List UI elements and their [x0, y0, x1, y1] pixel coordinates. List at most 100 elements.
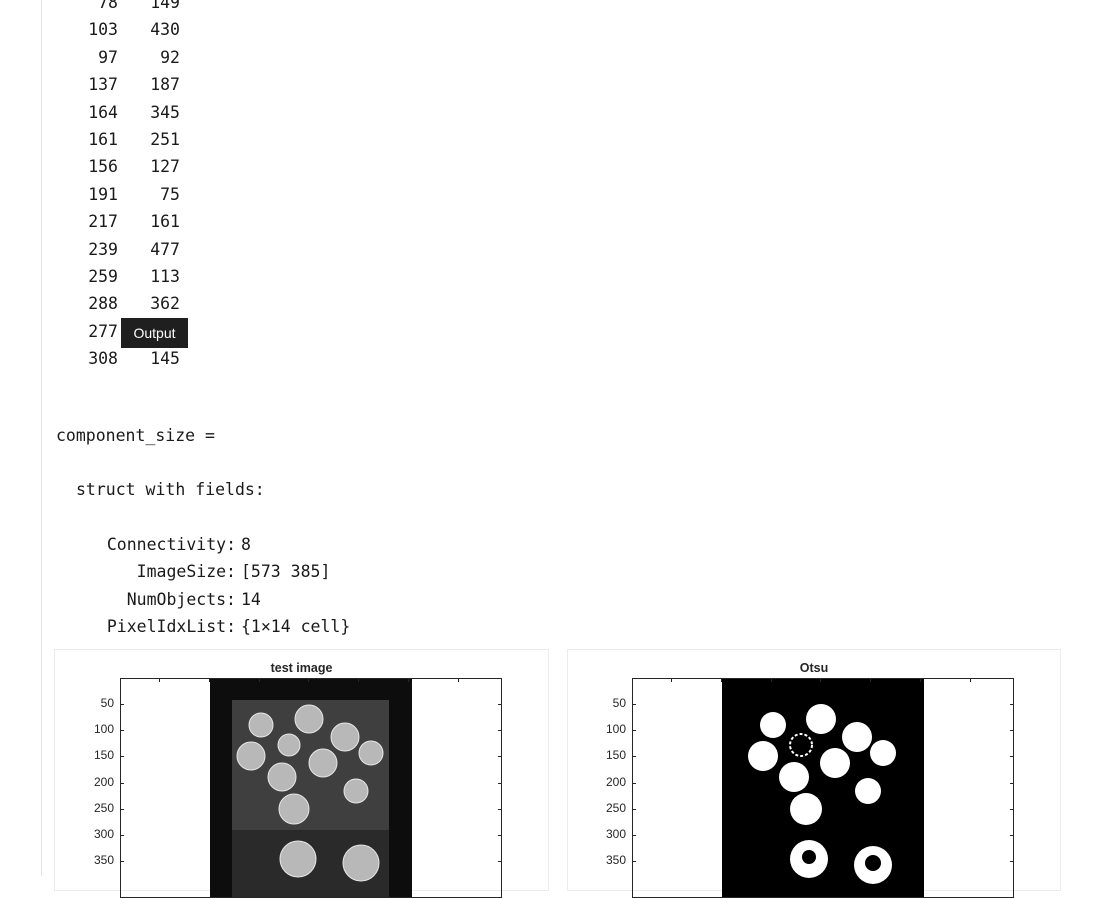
struct-field-key: NumObjects: [56, 590, 236, 610]
matrix-cell-col2: 75 [120, 185, 180, 205]
matrix-cell-col1: 164 [58, 103, 118, 123]
x-tick-mark [259, 678, 260, 682]
matrix-cell-col1: 191 [58, 185, 118, 205]
y-tick-mark-right [498, 835, 502, 836]
struct-field-key: PixelIdxList: [56, 617, 236, 637]
y-tick-mark-right [1010, 704, 1014, 705]
y-tick-mark [632, 835, 636, 836]
matrix-cell-col2: 362 [120, 294, 180, 314]
y-tick-label: 150 [74, 748, 114, 762]
x-tick-mark [308, 678, 309, 682]
figure-test-image[interactable]: test image 50 100 150 200 250 300 350 [54, 649, 549, 891]
y-tick-label: 100 [586, 722, 626, 736]
matrix-cell-col2: 161 [120, 212, 180, 232]
x-tick-mark [920, 678, 921, 682]
y-tick-label: 150 [586, 748, 626, 762]
y-tick-mark-right [498, 756, 502, 757]
y-tick-label: 200 [74, 775, 114, 789]
matrix-cell-col1: 308 [58, 349, 118, 369]
y-tick-mark [120, 861, 124, 862]
matrix-cell-col1: 103 [58, 20, 118, 40]
x-tick-mark [870, 678, 871, 682]
struct-field-value: {1×14 cell} [241, 617, 350, 637]
y-tick-label: 100 [74, 722, 114, 736]
y-tick-mark [632, 756, 636, 757]
matrix-cell-col1: 259 [58, 267, 118, 287]
x-tick-mark [458, 678, 459, 682]
y-tick-mark [120, 704, 124, 705]
matrix-cell-col1: 288 [58, 294, 118, 314]
matrix-cell-col1: 97 [58, 48, 118, 68]
y-tick-mark [632, 704, 636, 705]
struct-label: struct with fields: [76, 480, 265, 500]
matrix-cell-col2: 149 [120, 0, 180, 13]
matrix-cell-col2: 127 [120, 157, 180, 177]
y-tick-mark [632, 861, 636, 862]
y-tick-mark [632, 809, 636, 810]
variable-name-label: component_size = [56, 426, 215, 446]
matrix-cell-col1: 137 [58, 75, 118, 95]
y-tick-mark-right [1010, 835, 1014, 836]
y-tick-mark-right [498, 861, 502, 862]
y-tick-mark [120, 835, 124, 836]
y-tick-mark [120, 756, 124, 757]
y-tick-mark-right [498, 704, 502, 705]
binary-otsu-image [633, 679, 1014, 898]
x-tick-mark [820, 678, 821, 682]
y-tick-mark-right [1010, 861, 1014, 862]
y-tick-mark-right [1010, 730, 1014, 731]
y-tick-label: 250 [586, 801, 626, 815]
matrix-cell-col1: 156 [58, 157, 118, 177]
y-tick-label: 350 [586, 853, 626, 867]
struct-field-key: ImageSize: [56, 562, 236, 582]
matrix-cell-col2: 187 [120, 75, 180, 95]
matrix-cell-col2: 145 [120, 349, 180, 369]
y-tick-label: 50 [586, 696, 626, 710]
matrix-cell-col2: 251 [120, 130, 180, 150]
x-tick-mark [671, 678, 672, 682]
x-tick-mark [358, 678, 359, 682]
output-tooltip: Output [121, 318, 188, 348]
struct-field-key: Connectivity: [56, 535, 236, 555]
struct-field-value: 14 [241, 590, 261, 610]
grayscale-coins-image [121, 679, 502, 898]
y-tick-label: 250 [74, 801, 114, 815]
y-tick-mark [632, 783, 636, 784]
y-tick-label: 200 [586, 775, 626, 789]
y-tick-mark [120, 730, 124, 731]
image-axes[interactable] [632, 678, 1014, 898]
matrix-cell-col1: 217 [58, 212, 118, 232]
gutter-line [41, 0, 42, 876]
figure-otsu[interactable]: Otsu 50 100 150 200 [567, 649, 1061, 891]
matrix-cell-col1: 277 [58, 322, 118, 342]
y-tick-mark-right [498, 783, 502, 784]
y-tick-label: 350 [74, 853, 114, 867]
matrix-cell-col1: 161 [58, 130, 118, 150]
y-tick-mark-right [498, 809, 502, 810]
matrix-cell-col1: 239 [58, 240, 118, 260]
matrix-cell-col2: 477 [120, 240, 180, 260]
figure-title: Otsu [568, 661, 1060, 675]
y-tick-mark-right [1010, 809, 1014, 810]
x-tick-mark [159, 678, 160, 682]
y-tick-mark-right [498, 730, 502, 731]
x-tick-mark [721, 678, 722, 682]
y-tick-mark [120, 783, 124, 784]
struct-field-value: 8 [241, 535, 251, 555]
matrix-cell-col2: 430 [120, 20, 180, 40]
matrix-cell-col2: 113 [120, 267, 180, 287]
y-tick-mark [632, 730, 636, 731]
x-tick-mark [970, 678, 971, 682]
matrix-cell-col2: 345 [120, 103, 180, 123]
x-tick-mark [209, 678, 210, 682]
y-tick-mark-right [1010, 756, 1014, 757]
y-tick-mark [120, 809, 124, 810]
y-tick-label: 50 [74, 696, 114, 710]
image-axes[interactable] [120, 678, 502, 898]
y-tick-label: 300 [74, 827, 114, 841]
figure-title: test image [55, 661, 548, 675]
struct-field-value: [573 385] [241, 562, 330, 582]
x-tick-mark [408, 678, 409, 682]
matrix-cell-col2: 92 [120, 48, 180, 68]
y-tick-label: 300 [586, 827, 626, 841]
